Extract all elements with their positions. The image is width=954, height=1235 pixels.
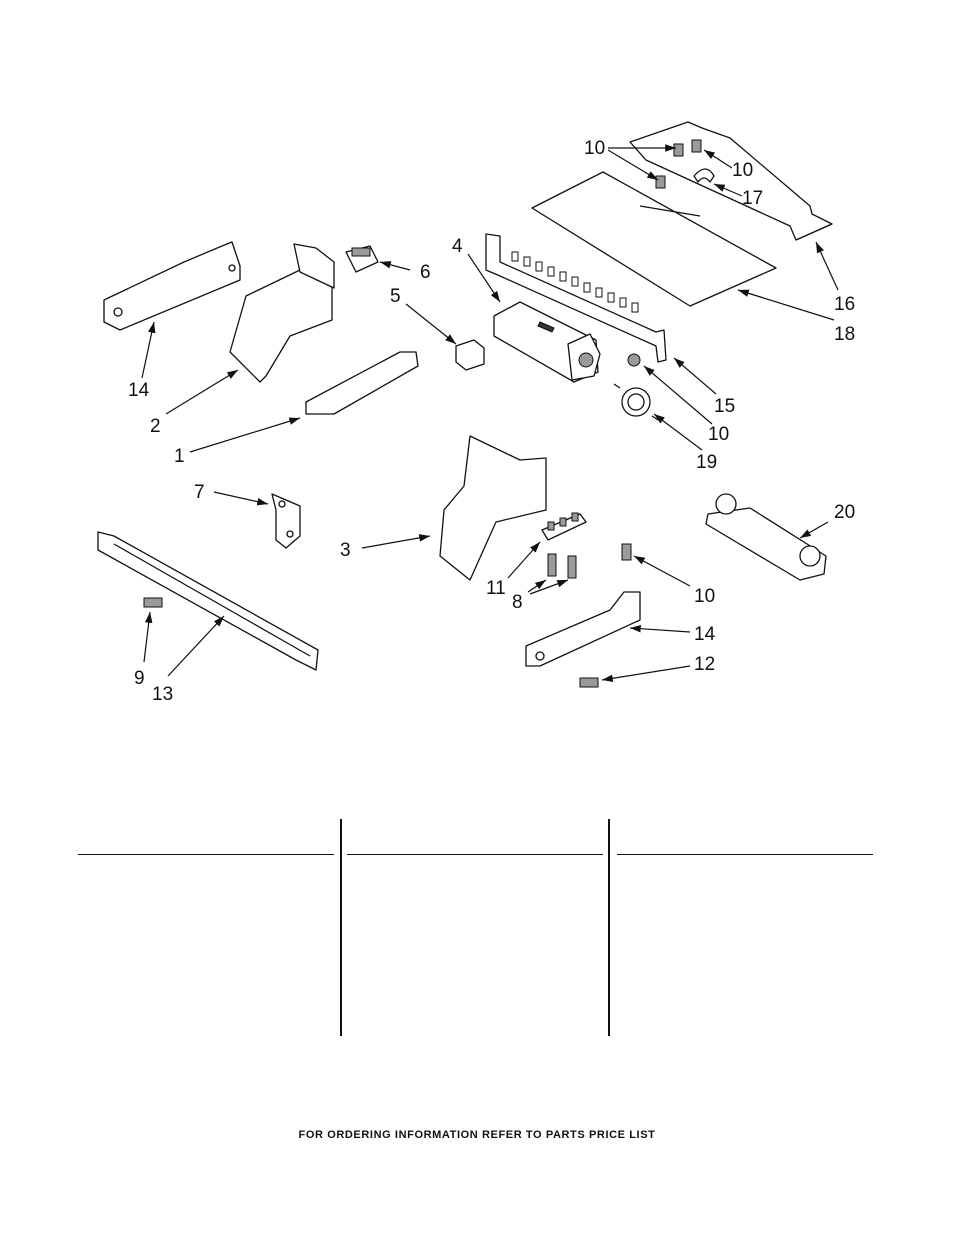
callout-labels: 10 10 17 16 18 4 6 5 15 10 19 14 2 1 7 3… [128,138,855,705]
part-2-air-duct [229,243,335,383]
leader-10d [633,555,691,587]
part-19-thermal-disc [613,383,659,421]
leader-15 [673,357,717,395]
leader-18 [737,289,835,321]
leader-13 [167,615,225,677]
leader-lines [141,144,839,683]
part-15-perforated-bracket [485,233,667,363]
part-18-shield-sheet [531,171,777,307]
leader-7 [213,491,269,506]
table-column-divider-2 [608,819,610,1036]
leader-19 [653,413,703,451]
part-7-clip [271,493,301,549]
leader-11 [507,541,541,579]
leader-9 [143,611,153,663]
table-header-rule-1 [78,854,334,855]
callout-10a: 10 [584,138,605,159]
table-header-rule-2 [347,854,603,855]
callout-1: 1 [174,446,185,467]
part-1-long-bar [305,351,419,415]
table-header-rule-3 [617,854,873,855]
leader-2 [165,369,239,415]
part-13-long-rail [97,531,319,671]
part-9-screw [143,597,163,608]
part-4-control-assembly [493,301,601,383]
callout-14b: 14 [694,624,716,645]
callout-17: 17 [742,188,763,209]
leader-10a2 [607,149,659,181]
callout-5: 5 [390,286,401,307]
callout-11: 11 [486,578,506,599]
callout-12: 12 [694,654,715,675]
callout-16: 16 [834,294,855,315]
callout-15: 15 [714,396,735,417]
callout-9: 9 [134,668,145,689]
leader-20 [799,521,829,539]
exploded-parts-diagram: 10 10 17 16 18 4 6 5 15 10 19 14 2 1 7 3… [97,121,855,705]
ordering-info-note: FOR ORDERING INFORMATION REFER TO PARTS … [298,1129,656,1141]
callout-20: 20 [834,502,855,523]
callout-6: 6 [420,262,431,283]
top-screws-and-clamp [655,139,715,189]
callout-3: 3 [340,540,351,561]
leader-8b [529,579,569,595]
part-8-screws [547,553,577,579]
table-column-divider-1 [340,819,342,1036]
part-20-terminal-board [705,493,827,581]
part-14-side-bracket-right [525,591,641,667]
callout-7: 7 [194,482,205,503]
callout-2: 2 [150,416,161,437]
part-10-screw [627,353,641,367]
part-6-terminal-block [345,245,379,273]
leader-1 [189,417,301,453]
callout-13: 13 [152,684,173,705]
leader-16 [815,241,839,291]
callout-4: 4 [452,236,463,257]
part-11-terminal-strip [541,512,587,541]
callout-14a: 14 [128,380,150,401]
leader-10b [703,149,733,169]
leader-4 [467,253,501,303]
part-10-screw-lower [621,543,632,561]
callout-10b: 10 [732,160,753,181]
leader-17 [713,183,743,197]
callout-19: 19 [696,452,717,473]
part-12-screw [579,677,599,688]
leader-5 [405,303,457,345]
leader-14a [141,321,156,379]
callout-18: 18 [834,324,855,345]
leader-8a [527,579,547,593]
callout-10c: 10 [708,424,729,445]
callout-8: 8 [512,592,523,613]
part-3-duct-cover [439,435,547,581]
leader-10c [643,365,713,425]
leader-6 [379,261,411,271]
callout-10d: 10 [694,586,715,607]
leader-14b [629,624,691,633]
part-14-side-bracket-left [103,241,241,331]
part-5-small-block [455,339,485,371]
leader-12 [601,665,691,683]
leader-3 [361,534,431,549]
